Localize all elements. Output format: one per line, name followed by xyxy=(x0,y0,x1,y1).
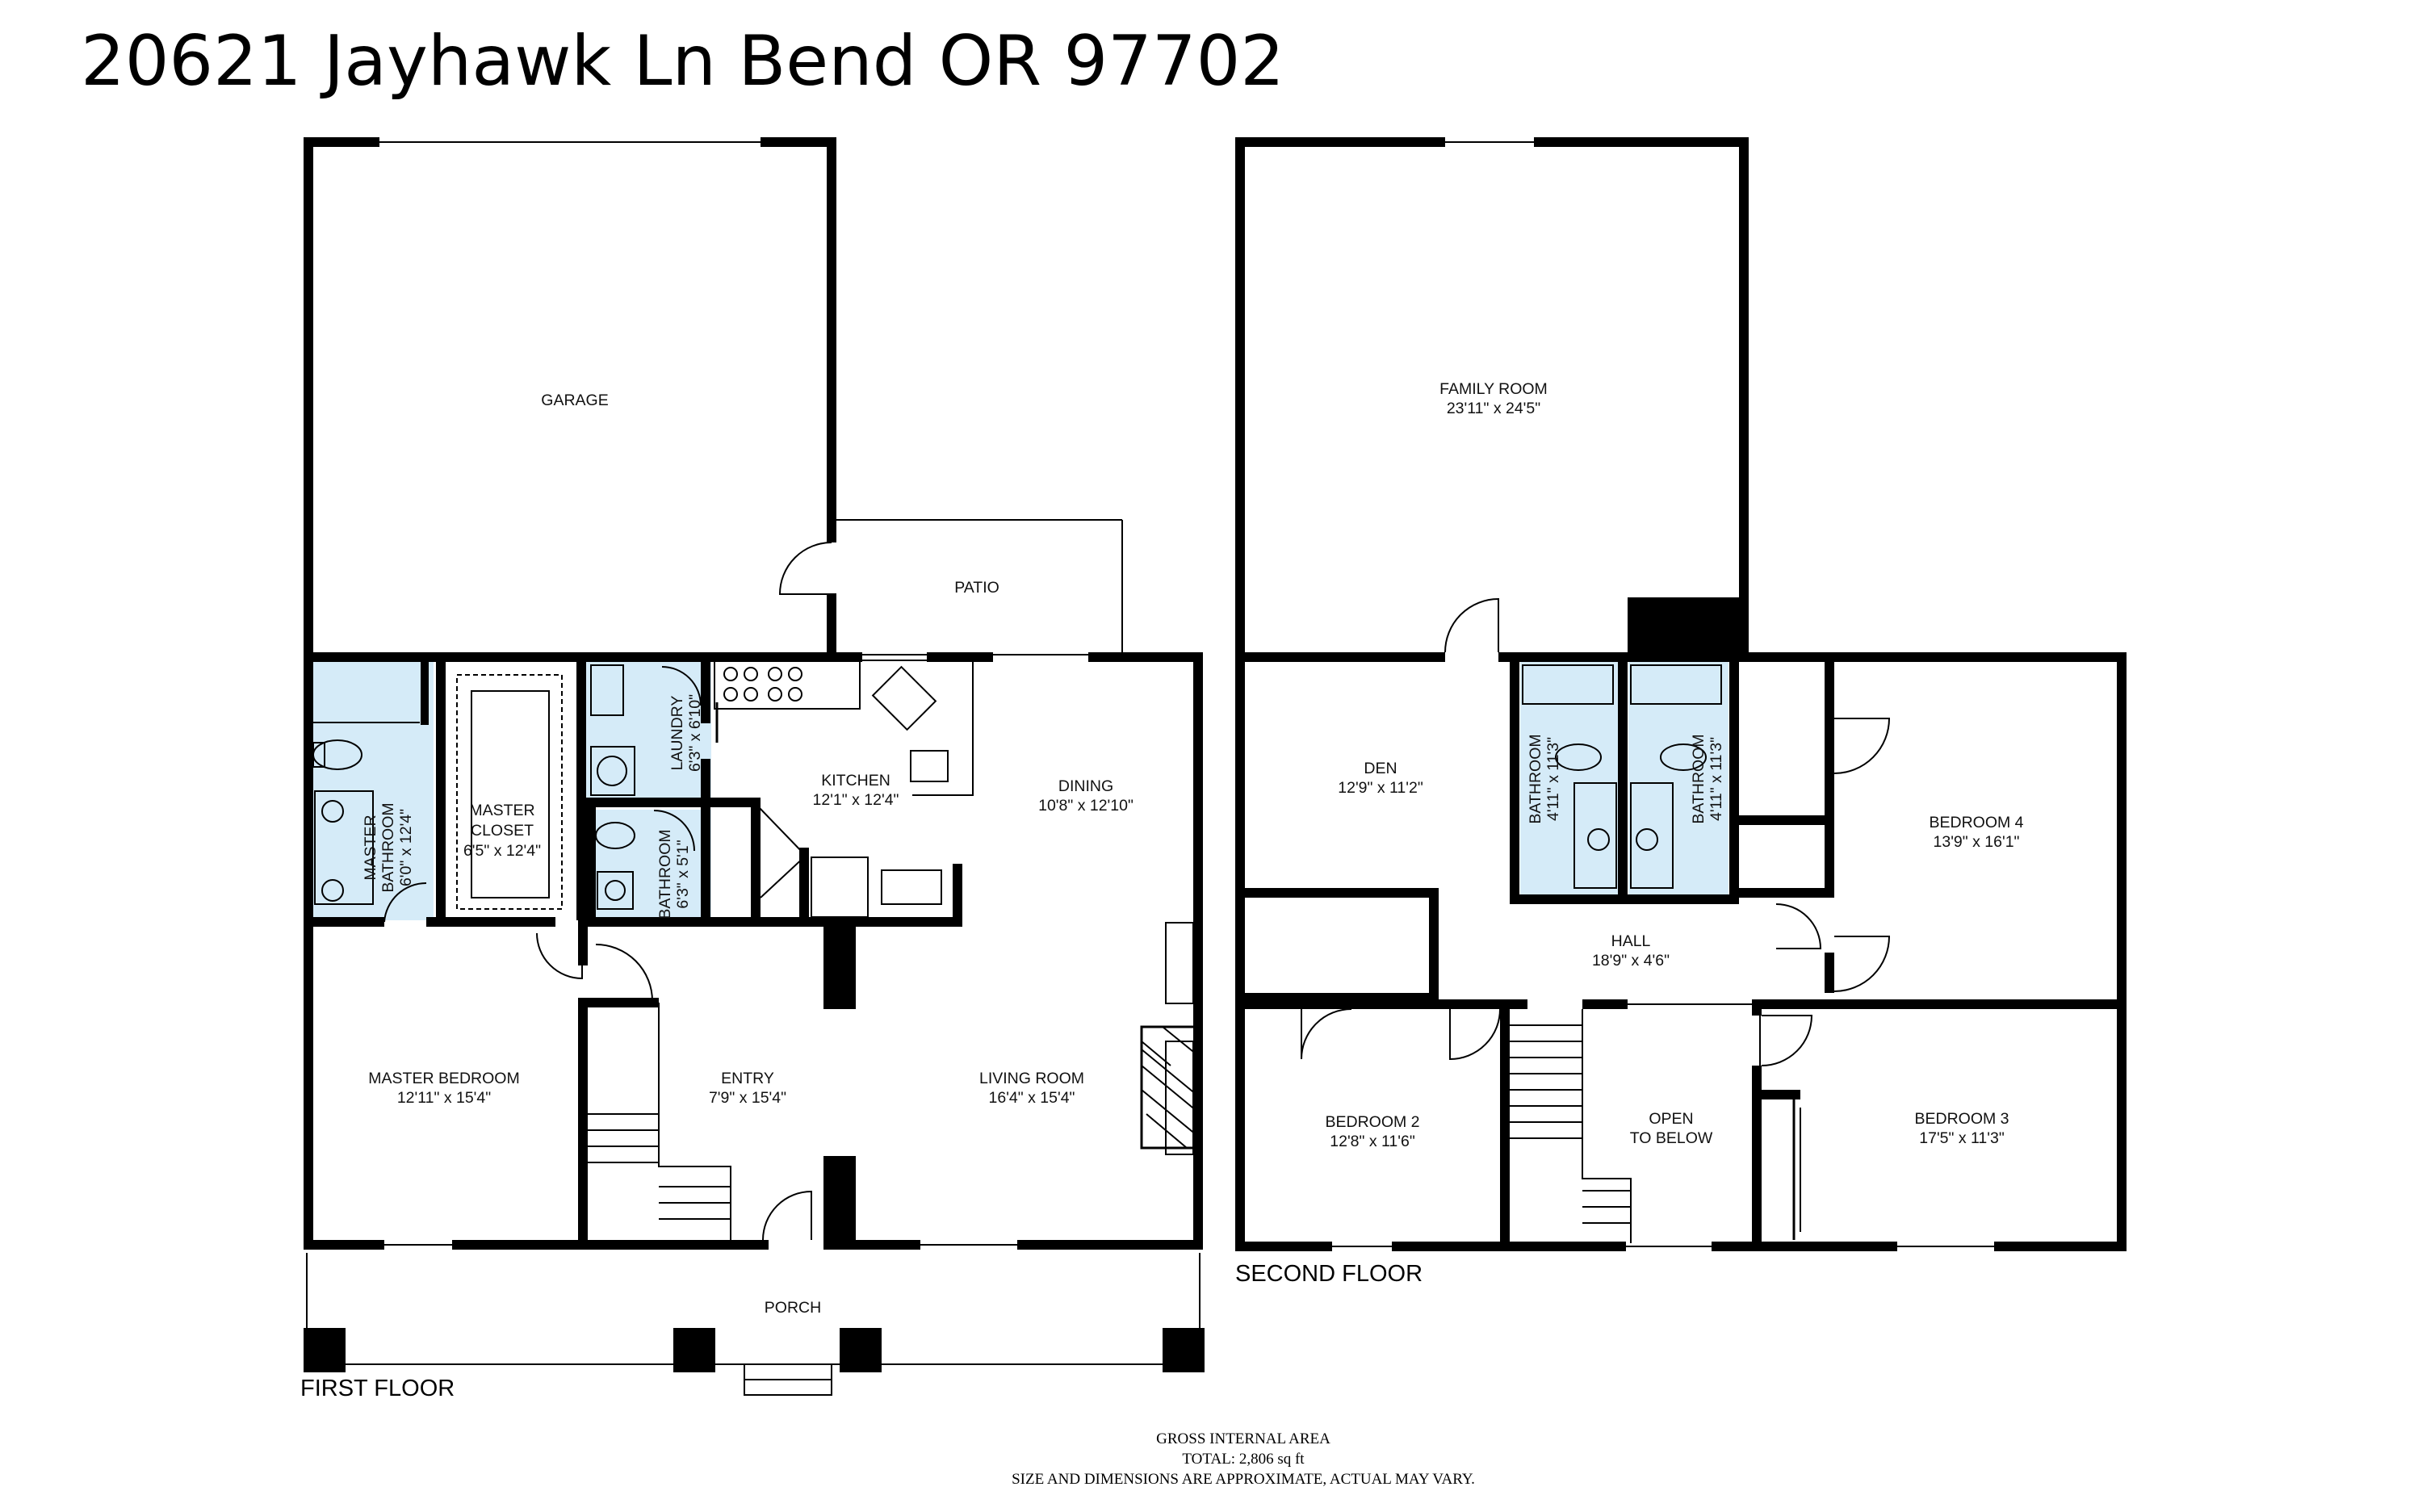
family-room-dims: 23'11" x 24'5" xyxy=(1447,400,1540,417)
footer-area-note: GROSS INTERNAL AREA TOTAL: 2,806 sq ft S… xyxy=(807,1429,1679,1489)
svg-text:4'11" x 11'3": 4'11" x 11'3" xyxy=(1708,737,1725,821)
svg-text:BATHROOM: BATHROOM xyxy=(656,829,674,919)
living-room-dims: 16'4" x 15'4" xyxy=(989,1089,1075,1107)
bedroom-4-dims: 13'9" x 16'1" xyxy=(1934,833,2020,851)
room-labels: GARAGE PATIO MASTER BATHROOM 6'0" x 12'4… xyxy=(362,380,2024,1317)
first-floor-plan xyxy=(304,137,1205,1396)
kitchen-dims: 12'1" x 12'4" xyxy=(813,791,899,809)
entry-label: ENTRY xyxy=(721,1070,774,1087)
svg-text:6'0" x 12'4": 6'0" x 12'4" xyxy=(397,809,415,886)
patio-label: PATIO xyxy=(954,579,999,597)
master-closet-label-2: CLOSET xyxy=(471,822,534,840)
bathroom-fill xyxy=(586,810,711,920)
second-floor-label: SECOND FLOOR xyxy=(1235,1261,1423,1287)
open-to-below-label: OPEN xyxy=(1649,1110,1693,1128)
master-closet-label: MASTER xyxy=(469,802,534,819)
bathroom-1-fill xyxy=(1520,660,1620,894)
bedroom-3-dims: 17'5" x 11'3" xyxy=(1919,1129,2005,1147)
bedroom-2-label: BEDROOM 2 xyxy=(1325,1113,1419,1131)
svg-text:BATHROOM: BATHROOM xyxy=(1690,734,1708,823)
porch-label: PORCH xyxy=(765,1299,821,1317)
bathroom-2-fill xyxy=(1628,660,1729,894)
bedroom-2-dims: 12'8" x 11'6" xyxy=(1330,1133,1415,1150)
bathroom-label: BATHROOM 6'3" x 5'1" xyxy=(656,829,692,919)
laundry-label: LAUNDRY 6'3" x 6'10" xyxy=(668,694,704,772)
master-bedroom-label: MASTER BEDROOM xyxy=(368,1070,519,1087)
den-dims: 12'9" x 11'2" xyxy=(1338,779,1423,797)
svg-text:6'3" x 5'1": 6'3" x 5'1" xyxy=(674,840,692,908)
master-bedroom-dims: 12'11" x 15'4" xyxy=(397,1089,491,1107)
footer-line-3: SIZE AND DIMENSIONS ARE APPROXIMATE, ACT… xyxy=(1012,1471,1475,1488)
svg-text:4'11" x 11'3": 4'11" x 11'3" xyxy=(1544,737,1562,821)
bedroom-4-label: BEDROOM 4 xyxy=(1929,814,2023,831)
kitchen-label: KITCHEN xyxy=(821,772,890,790)
bedroom-3-label: BEDROOM 3 xyxy=(1914,1110,2009,1128)
living-room-label: LIVING ROOM xyxy=(979,1070,1084,1087)
second-floor-plan xyxy=(1235,137,2127,1251)
garage-label: GARAGE xyxy=(541,392,608,409)
footer-line-1: GROSS INTERNAL AREA xyxy=(1156,1430,1330,1447)
bathroom-1-label: BATHROOM 4'11" x 11'3" xyxy=(1527,734,1562,823)
hall-label: HALL xyxy=(1611,932,1651,950)
footer-line-2: TOTAL: 2,806 sq ft xyxy=(1182,1451,1305,1468)
hall-dims: 18'9" x 4'6" xyxy=(1592,952,1670,970)
svg-text:BATHROOM: BATHROOM xyxy=(1527,734,1544,823)
svg-text:BATHROOM: BATHROOM xyxy=(379,802,397,892)
master-bathroom-label: MASTER BATHROOM 6'0" x 12'4" xyxy=(362,802,415,892)
laundry-fill xyxy=(586,660,711,798)
svg-text:LAUNDRY: LAUNDRY xyxy=(668,696,686,771)
master-closet-dims: 6'5" x 12'4" xyxy=(463,842,541,860)
first-floor-label: FIRST FLOOR xyxy=(300,1376,455,1401)
dining-label: DINING xyxy=(1058,777,1113,795)
svg-text:6'3" x 6'10": 6'3" x 6'10" xyxy=(686,694,704,772)
den-label: DEN xyxy=(1364,760,1397,777)
svg-text:MASTER: MASTER xyxy=(362,815,379,880)
bathroom-2-label: BATHROOM 4'11" x 11'3" xyxy=(1690,734,1725,823)
open-to-below-label-2: TO BELOW xyxy=(1630,1129,1713,1147)
entry-dims: 7'9" x 15'4" xyxy=(709,1089,786,1107)
family-room-label: FAMILY ROOM xyxy=(1439,380,1548,398)
property-address: 20621 Jayhawk Ln Bend OR 97702 xyxy=(81,21,1285,102)
dining-dims: 10'8" x 12'10" xyxy=(1038,797,1133,815)
